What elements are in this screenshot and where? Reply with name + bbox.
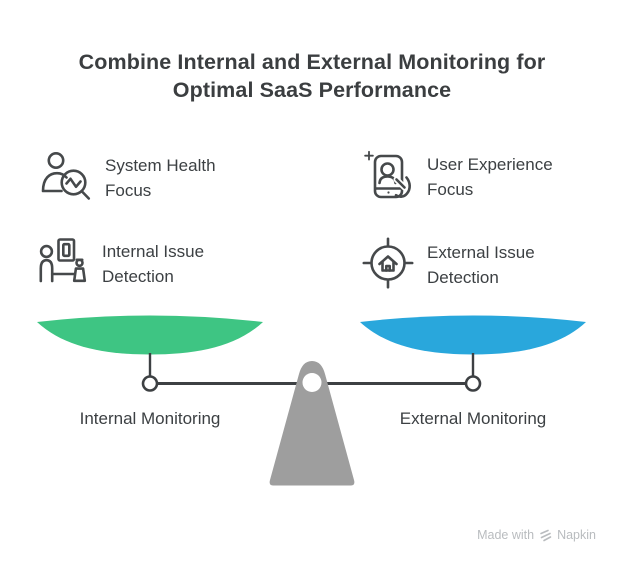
- feature-label: Internal Issue Detection: [102, 242, 205, 286]
- left-pan-label: Internal Monitoring: [79, 409, 221, 428]
- person-inspection-icon: [37, 236, 89, 288]
- watermark: Made with Napkin: [477, 528, 596, 542]
- right-pivot: [464, 375, 482, 392]
- person-health-magnifier-icon: [40, 150, 92, 202]
- left-pan: [37, 315, 263, 355]
- fulcrum: [269, 361, 355, 486]
- napkin-logo-icon: [540, 529, 552, 541]
- right-pan-label: External Monitoring: [399, 409, 547, 428]
- watermark-brand: Napkin: [557, 528, 596, 542]
- watermark-prefix: Made with: [477, 528, 535, 542]
- phone-user-hand-icon: [362, 149, 414, 201]
- feature-external-issue: External Issue Detection: [362, 237, 589, 290]
- target-home-icon: [362, 237, 414, 289]
- page-title: Combine Internal and External Monitoring…: [78, 50, 546, 102]
- left-pivot: [141, 375, 159, 392]
- feature-internal-issue: Internal Issue Detection: [37, 236, 254, 289]
- feature-label: External Issue Detection: [427, 243, 535, 287]
- feature-label: System Health Focus: [105, 156, 216, 200]
- feature-system-health: System Health Focus: [40, 150, 257, 203]
- right-pan: [360, 315, 586, 355]
- feature-label: User Experience Focus: [427, 155, 553, 199]
- fulcrum-hole: [302, 373, 322, 392]
- feature-user-experience: User Experience Focus: [362, 149, 589, 202]
